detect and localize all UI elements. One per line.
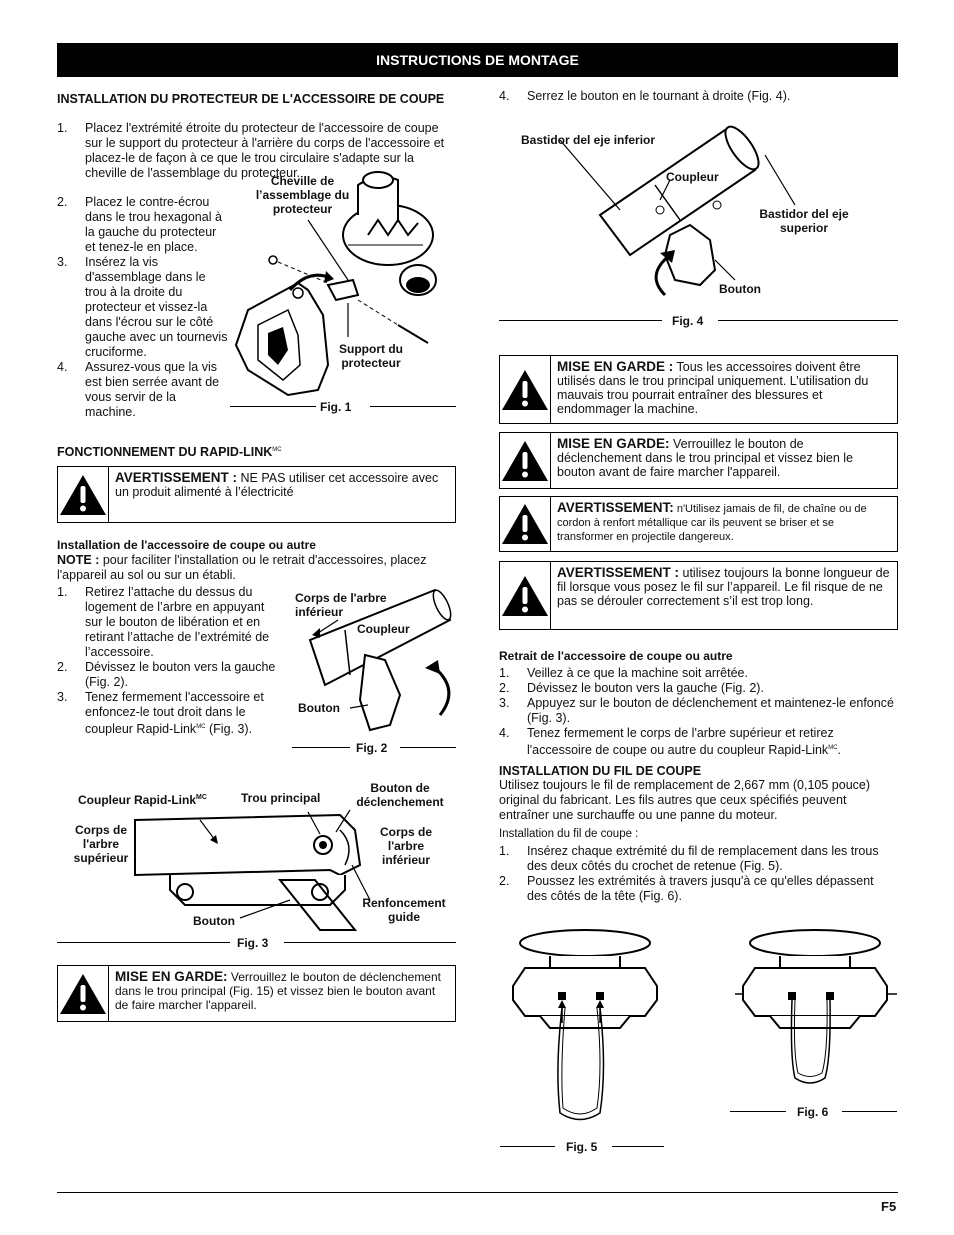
fil-paragraph: Utilisez toujours le fil de remplacement… [499, 778, 871, 822]
warning-triangle-icon [58, 966, 109, 1021]
list-item: 1.Retirez l’attache du dessus du logemen… [57, 585, 270, 659]
fig6-rule-left [730, 1111, 786, 1112]
protector-steps-narrow: 2.Placez le contre-écrou dans le trou he… [57, 195, 229, 420]
fig3-label-bouton-decl: Bouton de déclenchement [356, 781, 444, 809]
footer-rule [57, 1192, 898, 1193]
fig3-label-trou: Trou principal [241, 791, 321, 805]
fig6-rule-right [842, 1111, 897, 1112]
section-title-rapid-link: FONCTIONNEMENT DU RAPID-LINKMC [57, 445, 282, 460]
fig1-illustration [234, 171, 437, 397]
fig2-illustration [308, 588, 452, 732]
page-number: F5 [881, 1199, 897, 1214]
list-item: 3.Insérez la vis d'assemblage dans le tr… [57, 255, 228, 359]
caution-text: MISE EN GARDE: Verrouillez le bouton de … [557, 436, 854, 480]
section-title-fil: INSTALLATION DU FIL DE COUPE [499, 764, 702, 778]
fig4-label-bastidor-sup: Bastidor del eje superior [759, 207, 849, 235]
fig4-caption: Fig. 4 [672, 314, 704, 328]
caution-box-main-hole: MISE EN GARDE : Tous les accessoires doi… [499, 355, 898, 424]
fil-steps: 1.Insérez chaque extrémité du fil de rem… [499, 844, 897, 904]
fig3-label-coupleur: Coupleur Rapid-LinkMC [78, 793, 207, 807]
fig1-label-cheville: Cheville de l’assemblage du protecteur [255, 174, 350, 216]
fig4-rule-right [718, 320, 898, 321]
fig3-rule-left [57, 942, 230, 943]
fig4-rule-left [499, 320, 662, 321]
fig1-label-support: Support du protecteur [339, 342, 403, 370]
list-item: 2.Placez le contre-écrou dans le trou he… [57, 195, 222, 254]
warning-box-length: AVERTISSEMENT : utilisez toujours la bon… [499, 561, 898, 630]
list-item: 1.Veillez à ce que la machine soit arrêt… [499, 666, 748, 680]
list-item: 1.Placez l'extrémité étroite du protecte… [57, 121, 445, 180]
list-item: 1.Insérez chaque extrémité du fil de rem… [499, 844, 879, 873]
fig5-caption: Fig. 5 [566, 1140, 598, 1154]
caution-text: MISE EN GARDE: Verrouillez le bouton de … [115, 969, 441, 1013]
retrait-steps: 1.Veillez à ce que la machine soit arrêt… [499, 666, 897, 758]
warning-box-wire: AVERTISSEMENT: n'Utilisez jamais de fil,… [499, 496, 898, 552]
fig6-illustration [735, 929, 897, 1084]
list-item: 4.Assurez-vous que la vis est bien serré… [57, 360, 220, 419]
list-item: 2.Dévissez le bouton vers la gauche (Fig… [499, 681, 764, 695]
warning-triangle-icon [500, 433, 551, 488]
fig2-label-bouton: Bouton [298, 701, 340, 715]
fig2-label-corps: Corps de l'arbre inférieur [295, 591, 387, 619]
fig5-rule-right [612, 1146, 664, 1147]
fig3-caption: Fig. 3 [237, 936, 269, 950]
fig1-rule-left [230, 406, 316, 407]
caution-text: MISE EN GARDE : Tous les accessoires doi… [557, 359, 869, 417]
fig4-label-bastidor-inf: Bastidor del eje inferior [521, 133, 656, 147]
fig4-illustration [559, 125, 796, 297]
fil-subheading: Installation du fil de coupe : [499, 828, 639, 840]
list-item: 4.Tenez fermement le corps de l'arbre su… [499, 726, 842, 758]
warning-box-electric: AVERTISSEMENT : NE PAS utiliser cet acce… [57, 466, 456, 523]
caution-box-lock: MISE EN GARDE: Verrouillez le bouton de … [499, 432, 898, 489]
step4-list: 4.Serrez le bouton en le tournant à droi… [499, 89, 897, 104]
fig3-label-corps-sup: Corps de l'arbre supérieur [73, 823, 129, 865]
caution-box-left: MISE EN GARDE: Verrouillez le bouton de … [57, 965, 456, 1022]
fig4-label-coupleur: Coupleur [666, 170, 719, 184]
note-paragraph: NOTE : pour faciliter l'installation ou … [57, 553, 427, 582]
warning-text: AVERTISSEMENT : utilisez toujours la bon… [557, 565, 890, 609]
subheading-installation: Installation de l'accessoire de coupe ou… [57, 538, 316, 552]
list-item: 3.Tenez fermement l'accessoire et enfonc… [57, 690, 264, 737]
fig5-illustration [512, 929, 658, 1121]
fig6-caption: Fig. 6 [797, 1105, 829, 1119]
subheading-retrait: Retrait de l'accessoire de coupe ou autr… [499, 649, 733, 663]
warning-triangle-icon [58, 467, 109, 522]
list-item: 4.Serrez le bouton en le tournant à droi… [499, 89, 791, 103]
fig3-rule-right [284, 942, 456, 943]
fig3-label-corps-inf: Corps de l'arbre inférieur [379, 825, 432, 867]
protector-steps: 1.Placez l'extrémité étroite du protecte… [57, 121, 457, 181]
rapid-link-steps: 1.Retirez l’attache du dessus du logemen… [57, 585, 279, 737]
warning-text: AVERTISSEMENT: n'Utilisez jamais de fil,… [557, 500, 867, 544]
fig3-label-bouton: Bouton [193, 914, 235, 928]
fig3-illustration [134, 809, 371, 931]
fig5-rule-left [500, 1146, 555, 1147]
fig2-rule-left [292, 747, 350, 748]
list-item: 2.Dévissez le bouton vers la gauche (Fig… [57, 660, 276, 689]
fig1-caption: Fig. 1 [320, 400, 352, 414]
list-item: 2.Poussez les extrémités à travers jusqu… [499, 874, 874, 903]
warning-triangle-icon [500, 497, 551, 551]
list-item: 3.Appuyez sur le bouton de déclenchement… [499, 696, 894, 725]
fig1-rule-right [370, 406, 456, 407]
warning-triangle-icon [500, 356, 551, 423]
fig4-label-bouton: Bouton [719, 282, 761, 296]
warning-text: AVERTISSEMENT : NE PAS utiliser cet acce… [115, 470, 439, 500]
warning-triangle-icon [500, 562, 551, 629]
section-title-protector: INSTALLATION DU PROTECTEUR DE L'ACCESSOI… [57, 92, 445, 106]
fig2-caption: Fig. 2 [356, 741, 388, 755]
fig2-label-coupleur: Coupleur [357, 622, 410, 636]
fig2-rule-right [400, 747, 456, 748]
fig3-label-renf: Renfoncement guide [362, 896, 446, 924]
section-banner: INSTRUCTIONS DE MONTAGE [57, 43, 898, 77]
